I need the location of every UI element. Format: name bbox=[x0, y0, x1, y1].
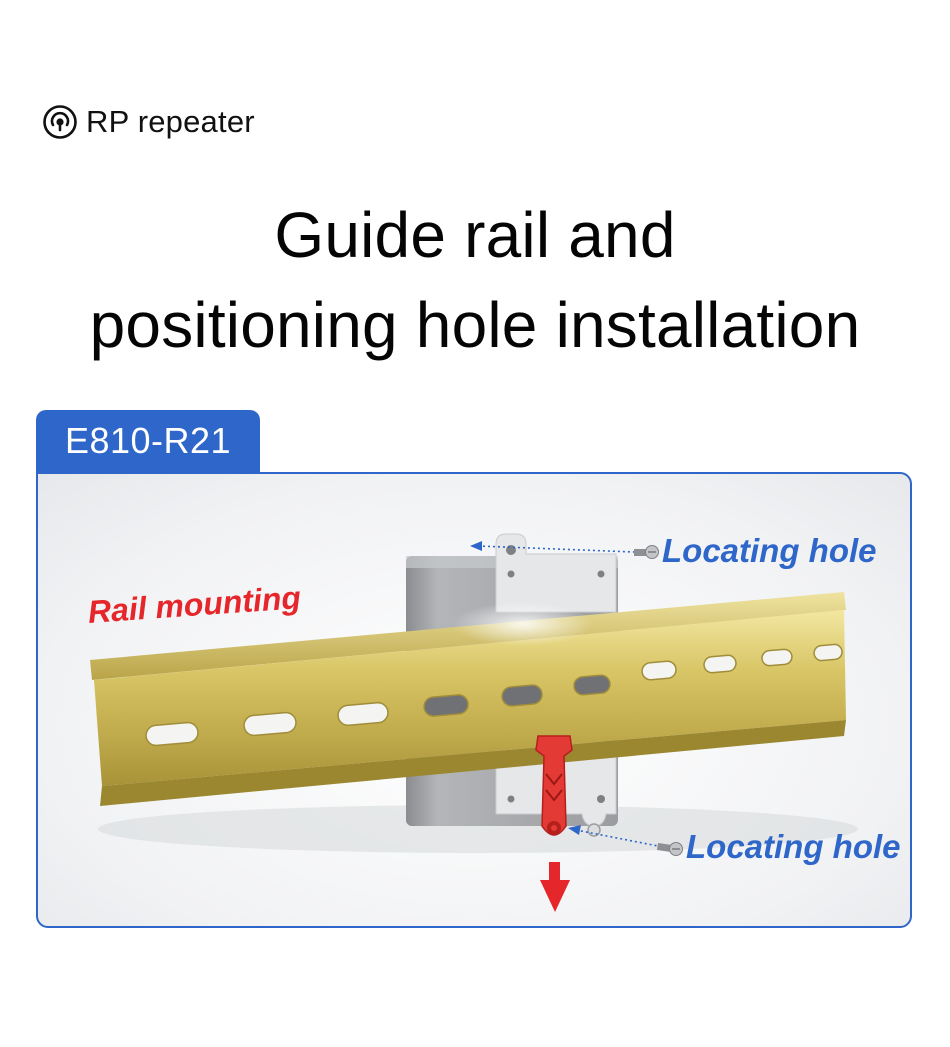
rail-release-clip bbox=[535, 735, 573, 836]
model-tag: E810-R21 bbox=[36, 410, 260, 472]
din-rail bbox=[90, 592, 846, 806]
signal-broadcast-icon bbox=[43, 105, 77, 139]
top-locating-screw bbox=[470, 541, 659, 559]
installation-illustration-panel: Rail mounting Locating hole Locating hol… bbox=[36, 472, 912, 928]
page-title-line-2: positioning hole installation bbox=[89, 289, 861, 361]
floor-shadow bbox=[98, 805, 858, 853]
pull-down-arrow-icon bbox=[540, 862, 570, 912]
brand-header: RP repeater bbox=[42, 100, 255, 144]
page-title-line-1: Guide rail and bbox=[274, 199, 676, 271]
bottom-locating-screw bbox=[568, 825, 683, 856]
brand-name: RP repeater bbox=[86, 104, 255, 139]
page-title: Guide rail and positioning hole installa… bbox=[0, 190, 950, 370]
bottom-locating-hole-label: Locating hole bbox=[686, 828, 901, 865]
din-rail-illustration bbox=[90, 533, 858, 912]
top-locating-hole-label: Locating hole bbox=[662, 532, 877, 569]
